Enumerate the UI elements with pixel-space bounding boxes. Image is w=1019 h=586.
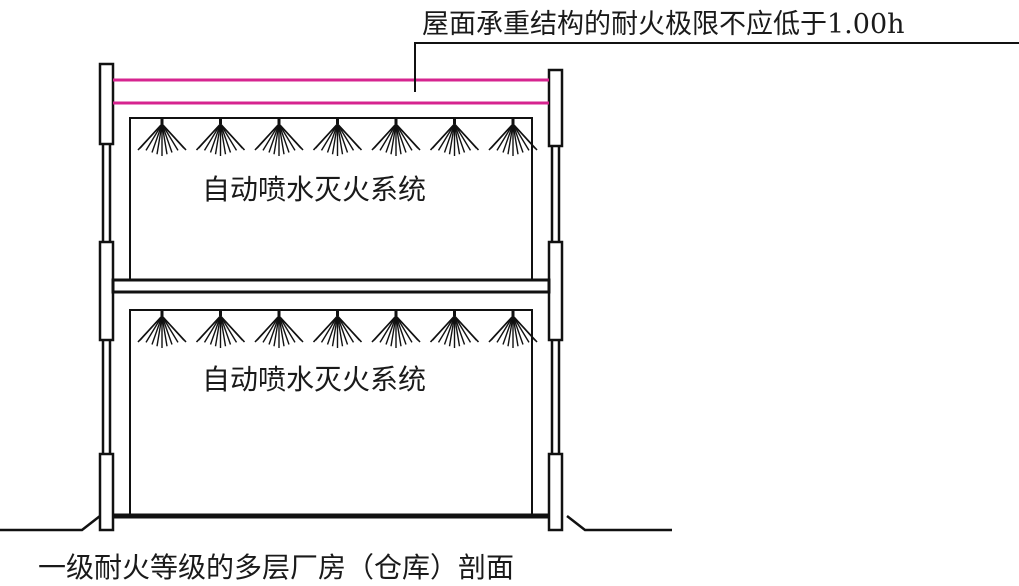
sprinkler-head-icon — [137, 310, 187, 348]
sprinkler-head-icon — [195, 118, 246, 156]
left-column-low — [98, 452, 115, 532]
sprinkler-head-icon — [371, 310, 421, 348]
figure-caption: 一级耐火等级的多层厂房（仓库）剖面 — [38, 551, 515, 584]
sprinkler-head-icon — [429, 310, 480, 348]
roof-fire-resistance-note: 屋面承重结构的耐火极限不应低于1.00h — [422, 9, 905, 40]
sprinkler-head-icon — [195, 310, 246, 348]
sprinkler-head-icon — [429, 118, 480, 156]
left-column-top — [98, 62, 115, 146]
sprinkler-system-label-upper: 自动喷水灭火系统 — [202, 173, 427, 206]
sprinkler-head-icon — [488, 118, 538, 156]
right-column-mid — [547, 240, 564, 342]
sprinkler-head-icon — [254, 118, 304, 156]
sprinkler-head-icon — [312, 118, 363, 156]
ground-left — [0, 515, 101, 532]
left-column-mid — [98, 240, 115, 342]
sprinkler-system-label-lower: 自动喷水灭火系统 — [202, 363, 427, 396]
sprinkler-head-icon — [488, 310, 538, 348]
right-column-top — [547, 68, 564, 148]
sprinkler-head-icon — [312, 310, 363, 348]
sprinkler-row-lower — [137, 310, 538, 348]
sprinkler-row-upper — [137, 118, 538, 156]
lower-room — [129, 309, 533, 517]
sprinkler-head-icon — [254, 310, 304, 348]
ground-right — [566, 515, 672, 532]
sprinkler-head-icon — [137, 118, 187, 156]
sprinkler-head-icon — [371, 118, 421, 156]
right-column-low — [547, 452, 564, 532]
floor-slab — [111, 278, 551, 294]
roof-leader-line — [414, 42, 1019, 92]
